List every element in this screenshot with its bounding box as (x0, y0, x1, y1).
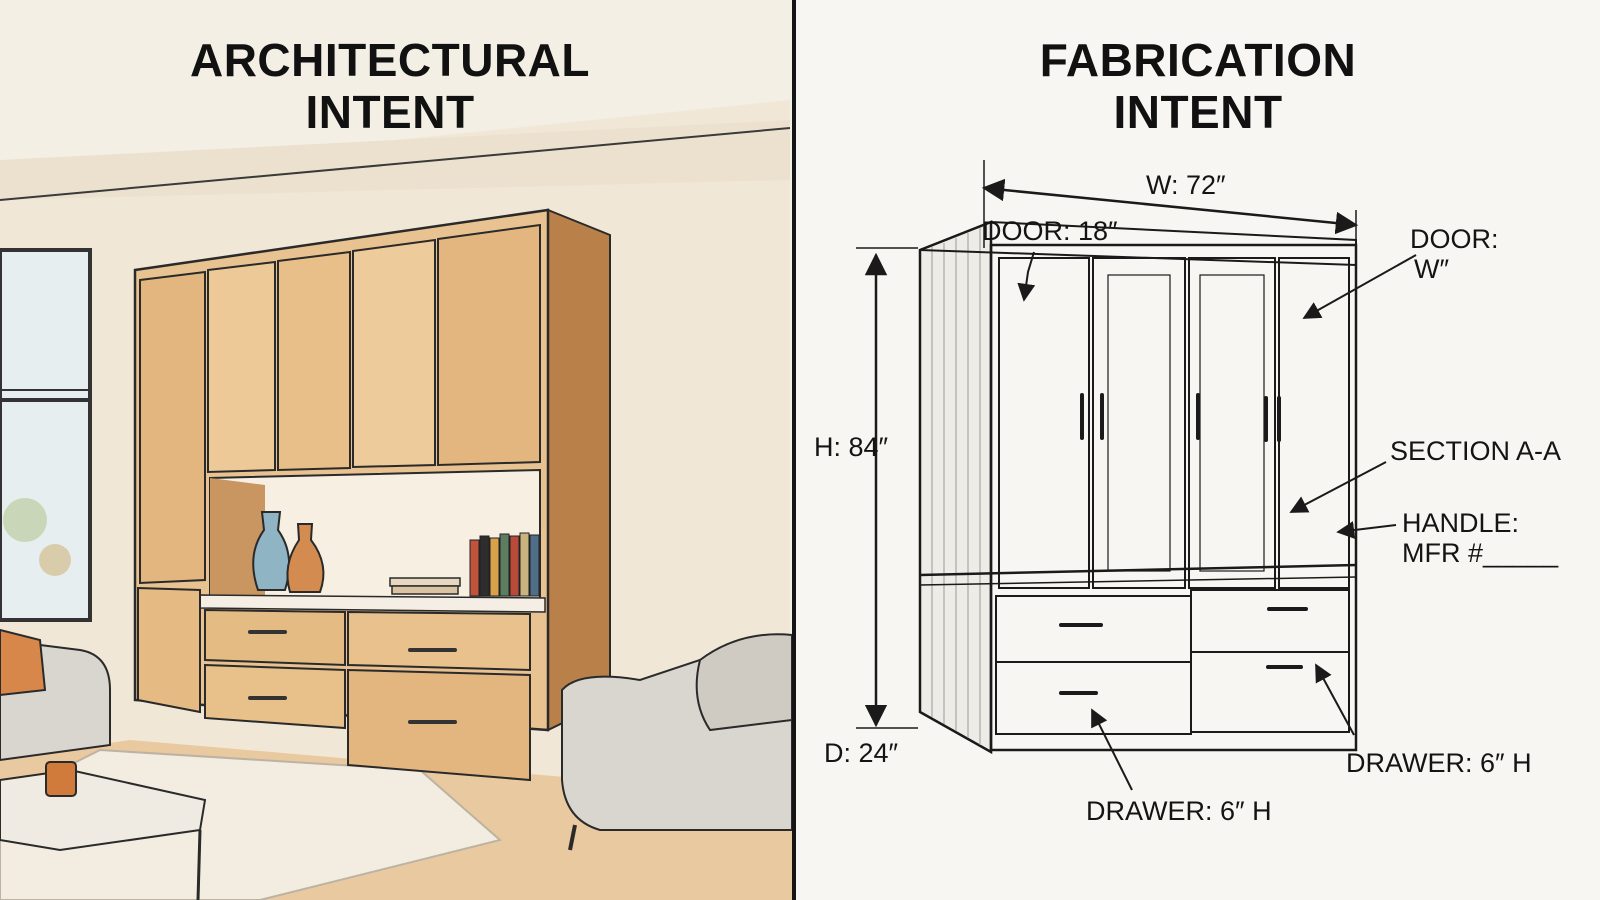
depth-label: D: 24″ (824, 738, 899, 768)
drawer-right-label: DRAWER: 6″ H (1346, 748, 1532, 778)
door-left-leader (1017, 251, 1036, 302)
door-right-leader (1302, 254, 1417, 319)
door-4 (1278, 257, 1350, 589)
drawer-right-leader (1315, 663, 1355, 736)
window (0, 248, 92, 622)
wardrobe-line-drawing (856, 160, 1417, 791)
section-label: SECTION A-A (1390, 436, 1562, 466)
panel-divider (792, 0, 796, 900)
drawer-bottom-leader (1091, 708, 1133, 791)
coffee-table (0, 761, 207, 900)
drawer-handles (1059, 607, 1308, 695)
ceiling-line (0, 127, 791, 201)
cabinet-front (989, 243, 1358, 752)
door-right-label-line1: DOOR: (1410, 224, 1499, 254)
fabrication-intent-title: FABRICATION INTENT (796, 34, 1600, 138)
handle-label: HANDLE: MFR #_____ (1402, 508, 1558, 568)
drawer-bottom-label: DRAWER: 6″ H (1086, 796, 1272, 826)
fabrication-intent-panel: FABRICATION INTENT W: 72″ H: 84″ D: 24″ … (796, 0, 1600, 900)
door-right-label-line2: W″ (1414, 254, 1450, 284)
width-label: W: 72″ (1146, 170, 1226, 200)
door-left-label: DOOR: 18″ (982, 216, 1118, 246)
vases (252, 511, 325, 593)
fabrication-drawing (856, 160, 1417, 791)
architectural-intent-title: ARCHITECTURAL INTENT (0, 34, 780, 138)
door-1 (998, 257, 1090, 589)
sofa-left (0, 628, 111, 762)
sofa-right (561, 633, 792, 851)
handle-label-line1: HANDLE: (1402, 508, 1520, 538)
drawer-2 (1190, 589, 1350, 653)
architectural-title-line1: ARCHITECTURAL (189, 34, 590, 86)
door-right-label: DOOR: W″ (1410, 224, 1499, 284)
builtin-cabinet (133, 208, 611, 782)
side-hatching (931, 228, 981, 745)
books (389, 532, 540, 597)
width-dimension (981, 178, 1359, 235)
ceiling-soffit (0, 120, 790, 200)
door-handles (1080, 393, 1281, 442)
handle-label-line2: MFR #_____ (1402, 538, 1559, 568)
height-label: H: 84″ (814, 432, 889, 462)
architectural-intent-panel: ARCHITECTURAL INTENT (0, 0, 792, 900)
door-2 (1092, 257, 1186, 589)
section-leader (1289, 461, 1387, 513)
fabrication-title-line1: FABRICATION (1039, 34, 1357, 86)
handle-leader (1336, 521, 1397, 539)
drawer-3 (995, 661, 1192, 735)
drawer-4 (1190, 651, 1350, 733)
door-3 (1188, 257, 1276, 589)
drawer-1 (995, 595, 1192, 663)
architectural-sketch (0, 100, 792, 900)
architectural-title-line2: INTENT (305, 86, 475, 138)
fabrication-title-line2: INTENT (1113, 86, 1283, 138)
